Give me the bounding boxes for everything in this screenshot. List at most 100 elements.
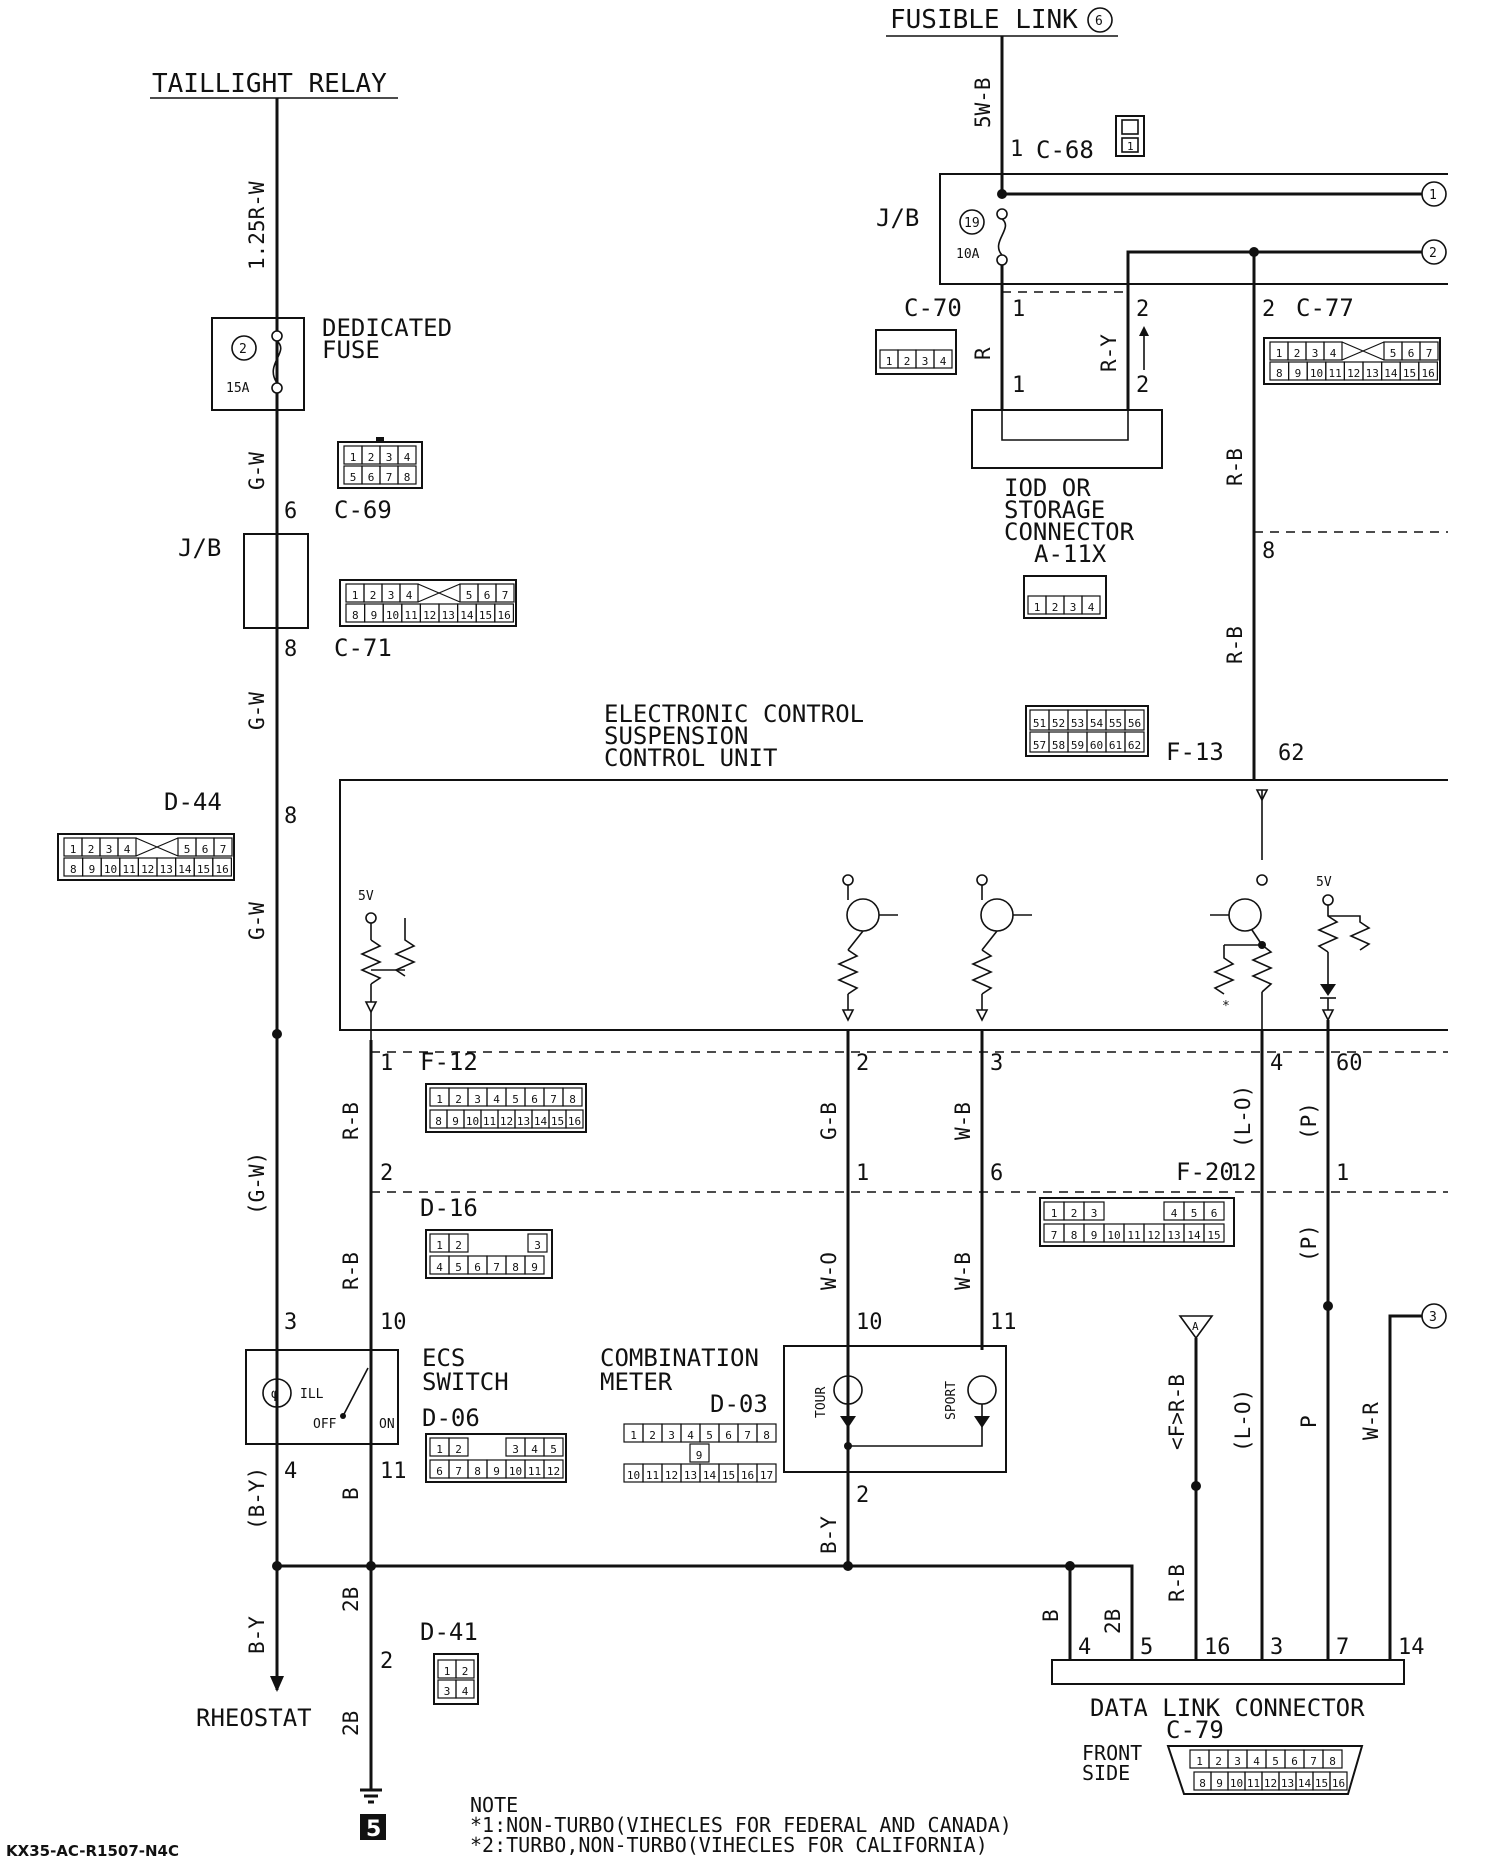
connector-pin-number: 11 <box>1328 367 1341 380</box>
connector-cell <box>212 857 233 877</box>
splice-p <box>1323 1301 1333 1311</box>
connector-pin-number: 16 <box>1421 367 1434 380</box>
connector-pin-number: 17 <box>760 1469 773 1482</box>
connector-pin-number: 10 <box>1310 367 1323 380</box>
connector-pin-number: 6 <box>474 1261 481 1274</box>
pin-10-meter: 10 <box>856 1310 883 1335</box>
connector-frame <box>425 1229 553 1279</box>
ref-1: 1 <box>1429 188 1437 203</box>
connector-pin-number: 15 <box>1207 1229 1220 1242</box>
connector-pin-number: 12 <box>423 609 436 622</box>
pin-14-dlc: 14 <box>1398 1635 1425 1660</box>
connector-frame <box>425 1433 567 1483</box>
connector-pin-number: 4 <box>436 1261 443 1274</box>
connector-pin-number: 16 <box>1332 1777 1345 1790</box>
sport-lamp-icon <box>967 1375 997 1405</box>
pin-16-dlc: 16 <box>1204 1635 1231 1660</box>
connector-frame <box>1263 337 1441 385</box>
connector-pin-number: 3 <box>534 1239 541 1252</box>
connector-cell <box>455 1659 475 1679</box>
wire-label-r-b-1: R-B <box>339 1102 363 1140</box>
connector-pin-number: 14 <box>178 863 192 876</box>
connector-pin-number: 6 <box>484 589 491 602</box>
wire-label-g-w-3: G-W <box>245 902 269 940</box>
front-side-label-2: SIDE <box>1082 1761 1130 1785</box>
connector-pin-number: 12 <box>1347 367 1360 380</box>
connector-pin-number: 13 <box>442 609 455 622</box>
combo-meter-label-1: COMBINATION <box>600 1344 759 1372</box>
connector-pin-number: 3 <box>1070 601 1077 614</box>
wire-w-r <box>1388 1314 1422 1660</box>
connector-pin-number: 3 <box>922 355 929 368</box>
connector-pin-number: 2 <box>1215 1755 1222 1768</box>
splice-f-r-b <box>1191 1481 1201 1491</box>
connector-cell <box>117 837 137 857</box>
connector-pin-number: 3 <box>1234 1755 1241 1768</box>
pin-2-f12: 2 <box>856 1051 869 1076</box>
pin-11-meter: 11 <box>990 1310 1017 1335</box>
tour-diode-icon <box>840 1416 856 1428</box>
connector-pin-number: 58 <box>1052 739 1065 752</box>
connector-pin-number: 7 <box>1310 1755 1317 1768</box>
connector-pin-number: 8 <box>435 1115 442 1128</box>
ecu-internal-pin4: * <box>1210 789 1273 1040</box>
connector-pin-number: 1 <box>352 589 359 602</box>
dedicated-fuse-box <box>211 317 305 411</box>
connector-pin-number: 11 <box>646 1469 659 1482</box>
connector-pin-number: 4 <box>406 589 413 602</box>
connector-pin-number: 1 <box>70 843 77 856</box>
wire-label-g-w-paren: (G-W) <box>245 1152 269 1215</box>
connector-cell <box>1081 595 1101 615</box>
ecu-internal-pin1: 5V <box>358 889 416 1014</box>
connector-pin-number: 7 <box>744 1429 751 1442</box>
connector-pin-number: 55 <box>1109 717 1122 730</box>
wire-label-2b-2: 2B <box>339 1711 363 1736</box>
ecu-label-2: SUSPENSION <box>604 722 749 750</box>
pin-3-f12: 3 <box>990 1051 1003 1076</box>
wire-label-1-25r-w: 1.25R-W <box>245 181 269 270</box>
connector-pin-number: 2 <box>370 589 377 602</box>
ill-lamp-icon <box>262 1378 292 1408</box>
connector-pin-number: 12 <box>547 1465 560 1478</box>
connector-pin-number: 7 <box>1426 347 1433 360</box>
wire-label-2b-1: 2B <box>339 1587 363 1612</box>
connector-frame <box>433 1653 479 1705</box>
ref-1-circle <box>1421 181 1447 207</box>
iod-label-2: STORAGE <box>1004 496 1105 524</box>
connector-cell <box>527 1233 548 1253</box>
connector-pin-number: 9 <box>452 1115 459 1128</box>
fuse-terminal-top <box>271 330 283 342</box>
d41-label: D-41 <box>420 1618 478 1646</box>
connector-pin-number: 2 <box>1071 1207 1078 1220</box>
connector-pin-number: 13 <box>1281 1777 1294 1790</box>
c69-label: C-69 <box>334 496 392 524</box>
connector-pin-number: 2 <box>462 1665 469 1678</box>
connector-pin-number: 1 <box>1196 1755 1203 1768</box>
connector-pin-number: 10 <box>509 1465 522 1478</box>
connector-frame <box>1025 705 1149 757</box>
connector-pin-number: 8 <box>1276 367 1283 380</box>
splice-g-w <box>272 1029 282 1039</box>
tour-label: TOUR <box>814 1387 829 1418</box>
connector-pin-number: 15 <box>1315 1777 1328 1790</box>
ref-3-circle <box>1421 1303 1447 1329</box>
connector-cell <box>455 1679 475 1699</box>
ref-2: 2 <box>1429 246 1437 261</box>
jb-fuse-rating: 10A <box>956 247 980 262</box>
jb-fuse-element <box>997 218 1007 256</box>
connector-pin-number: 5 <box>550 1443 557 1456</box>
connector-cell <box>543 1459 564 1479</box>
pin-1-f12: 1 <box>380 1051 393 1076</box>
note-title: NOTE <box>470 1793 518 1817</box>
d03-label: D-03 <box>710 1390 768 1418</box>
splice-meter-ground <box>843 1561 853 1571</box>
jb-right-label: J/B <box>876 204 919 232</box>
connector-frame <box>1039 1197 1235 1247</box>
connector-pin-number: 9 <box>89 863 96 876</box>
